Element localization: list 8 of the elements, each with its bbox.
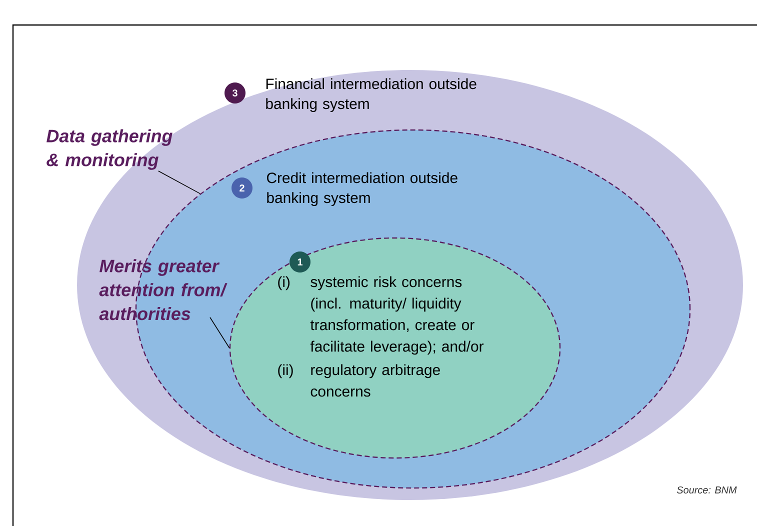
source-note: Source: BNM	[676, 486, 737, 494]
leader-line	[210, 316, 230, 348]
number-badge: 3	[224, 82, 246, 104]
callout-text: Merits greater attention from/ authorities	[99, 259, 228, 320]
callout-text: Data gathering & monitoring	[46, 129, 172, 170]
leader-line	[158, 170, 201, 194]
number-badge: 2	[232, 178, 252, 198]
number-badge: 1	[290, 252, 310, 272]
